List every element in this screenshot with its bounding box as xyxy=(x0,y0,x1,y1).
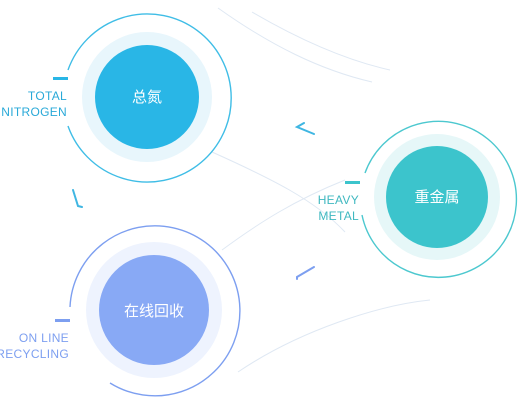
recycling-caption-line2: RECYCLING xyxy=(0,347,69,361)
nitrogen-title: 总氮 xyxy=(132,88,162,106)
recycling-outer-ring xyxy=(69,225,241,397)
direction-arrows xyxy=(72,122,315,280)
node-online-recycling: 在线回收 ON LINE RECYCLING xyxy=(0,225,241,397)
connector-curve-top xyxy=(217,7,373,83)
recycling-caption-line1: ON LINE xyxy=(19,331,69,345)
arrow-to-nitrogen-icon xyxy=(294,122,315,135)
metal-caption-line1: HEAVY xyxy=(318,193,359,207)
recycling-core xyxy=(99,255,209,365)
connector-curve-top-inner xyxy=(251,11,391,71)
recycling-title: 在线回收 xyxy=(124,302,184,320)
node-total-nitrogen: 总氮 TOTAL NITROGEN xyxy=(1,13,232,183)
nitrogen-tick-mark xyxy=(53,77,68,80)
metal-tick-mark xyxy=(345,181,360,184)
nitrogen-core xyxy=(95,45,199,149)
metal-outer-ring xyxy=(361,120,518,278)
nitrogen-caption-line2: NITROGEN xyxy=(1,105,67,119)
connector-curve-middle-2 xyxy=(221,179,346,251)
recycling-tick-mark xyxy=(55,319,70,322)
connector-curves xyxy=(211,7,431,373)
node-heavy-metal: 重金属 HEAVY METAL xyxy=(318,120,518,278)
arrow-to-recycling-from-metal-icon xyxy=(296,266,315,280)
nitrogen-caption-line1: TOTAL xyxy=(28,89,67,103)
connector-curve-bottom xyxy=(237,299,431,373)
metal-core xyxy=(386,146,488,248)
metal-title: 重金属 xyxy=(414,188,459,206)
connector-curve-middle xyxy=(211,151,346,233)
metal-caption-line2: METAL xyxy=(318,209,359,223)
nitrogen-outer-ring xyxy=(67,13,232,183)
arrow-to-recycling-icon xyxy=(72,189,83,208)
